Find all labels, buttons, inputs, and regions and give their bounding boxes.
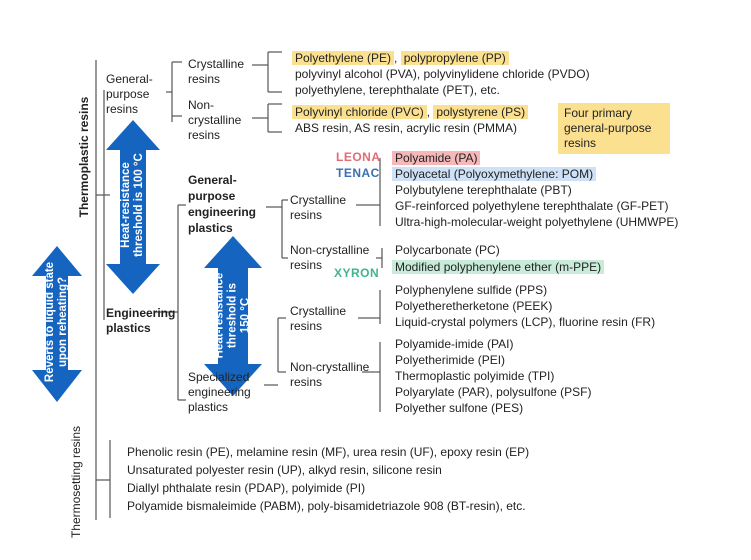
pvc-highlight: Polyvinyl chloride (PVC)	[292, 105, 427, 119]
sp-crystalline-list: Polyphenylene sulfide (PPS) Polyethereth…	[395, 283, 656, 329]
thermoset-list: Phenolic resin (PE), melamine resin (MF)…	[127, 445, 530, 513]
tenac-brand: TENAC	[336, 166, 380, 180]
reverts-arrow	[32, 246, 82, 402]
xyron-brand: XYRON	[334, 266, 380, 280]
pom-highlight: Polyacetal (Polyoxymethylene: POM)	[392, 167, 597, 181]
heat150-arrow	[204, 236, 262, 396]
heat100-arrow	[106, 120, 160, 294]
gp-crystalline-list: Polyethylene (PE), polypropylene (PP) po…	[292, 50, 590, 98]
mppe-highlight: Modified polyphenylene ether (m-PPE)	[392, 260, 605, 274]
gpe-noncrystalline-list: Polycarbonate (PC) Modified polyphenylen…	[392, 242, 605, 276]
gp-noncrystalline-list: Polyvinyl chloride (PVC), polystyrene (P…	[292, 104, 529, 136]
ps-highlight: polystyrene (PS)	[433, 105, 529, 119]
leona-brand: LEONA	[336, 150, 381, 164]
pe-highlight: Polyethylene (PE)	[292, 51, 395, 65]
gpe-crystalline-list: Polyamide (PA) Polyacetal (Polyoxymethyl…	[392, 150, 678, 230]
pp-highlight: polypropylene (PP)	[400, 51, 509, 65]
thermosetting-label: Thermosetting resins	[69, 425, 83, 539]
sp-noncrystalline-list: Polyamide-imide (PAI) Polyetherimide (PE…	[395, 337, 592, 415]
pa-highlight: Polyamide (PA)	[392, 151, 481, 165]
thermoplastic-label: Thermoplastic resins	[77, 96, 91, 218]
